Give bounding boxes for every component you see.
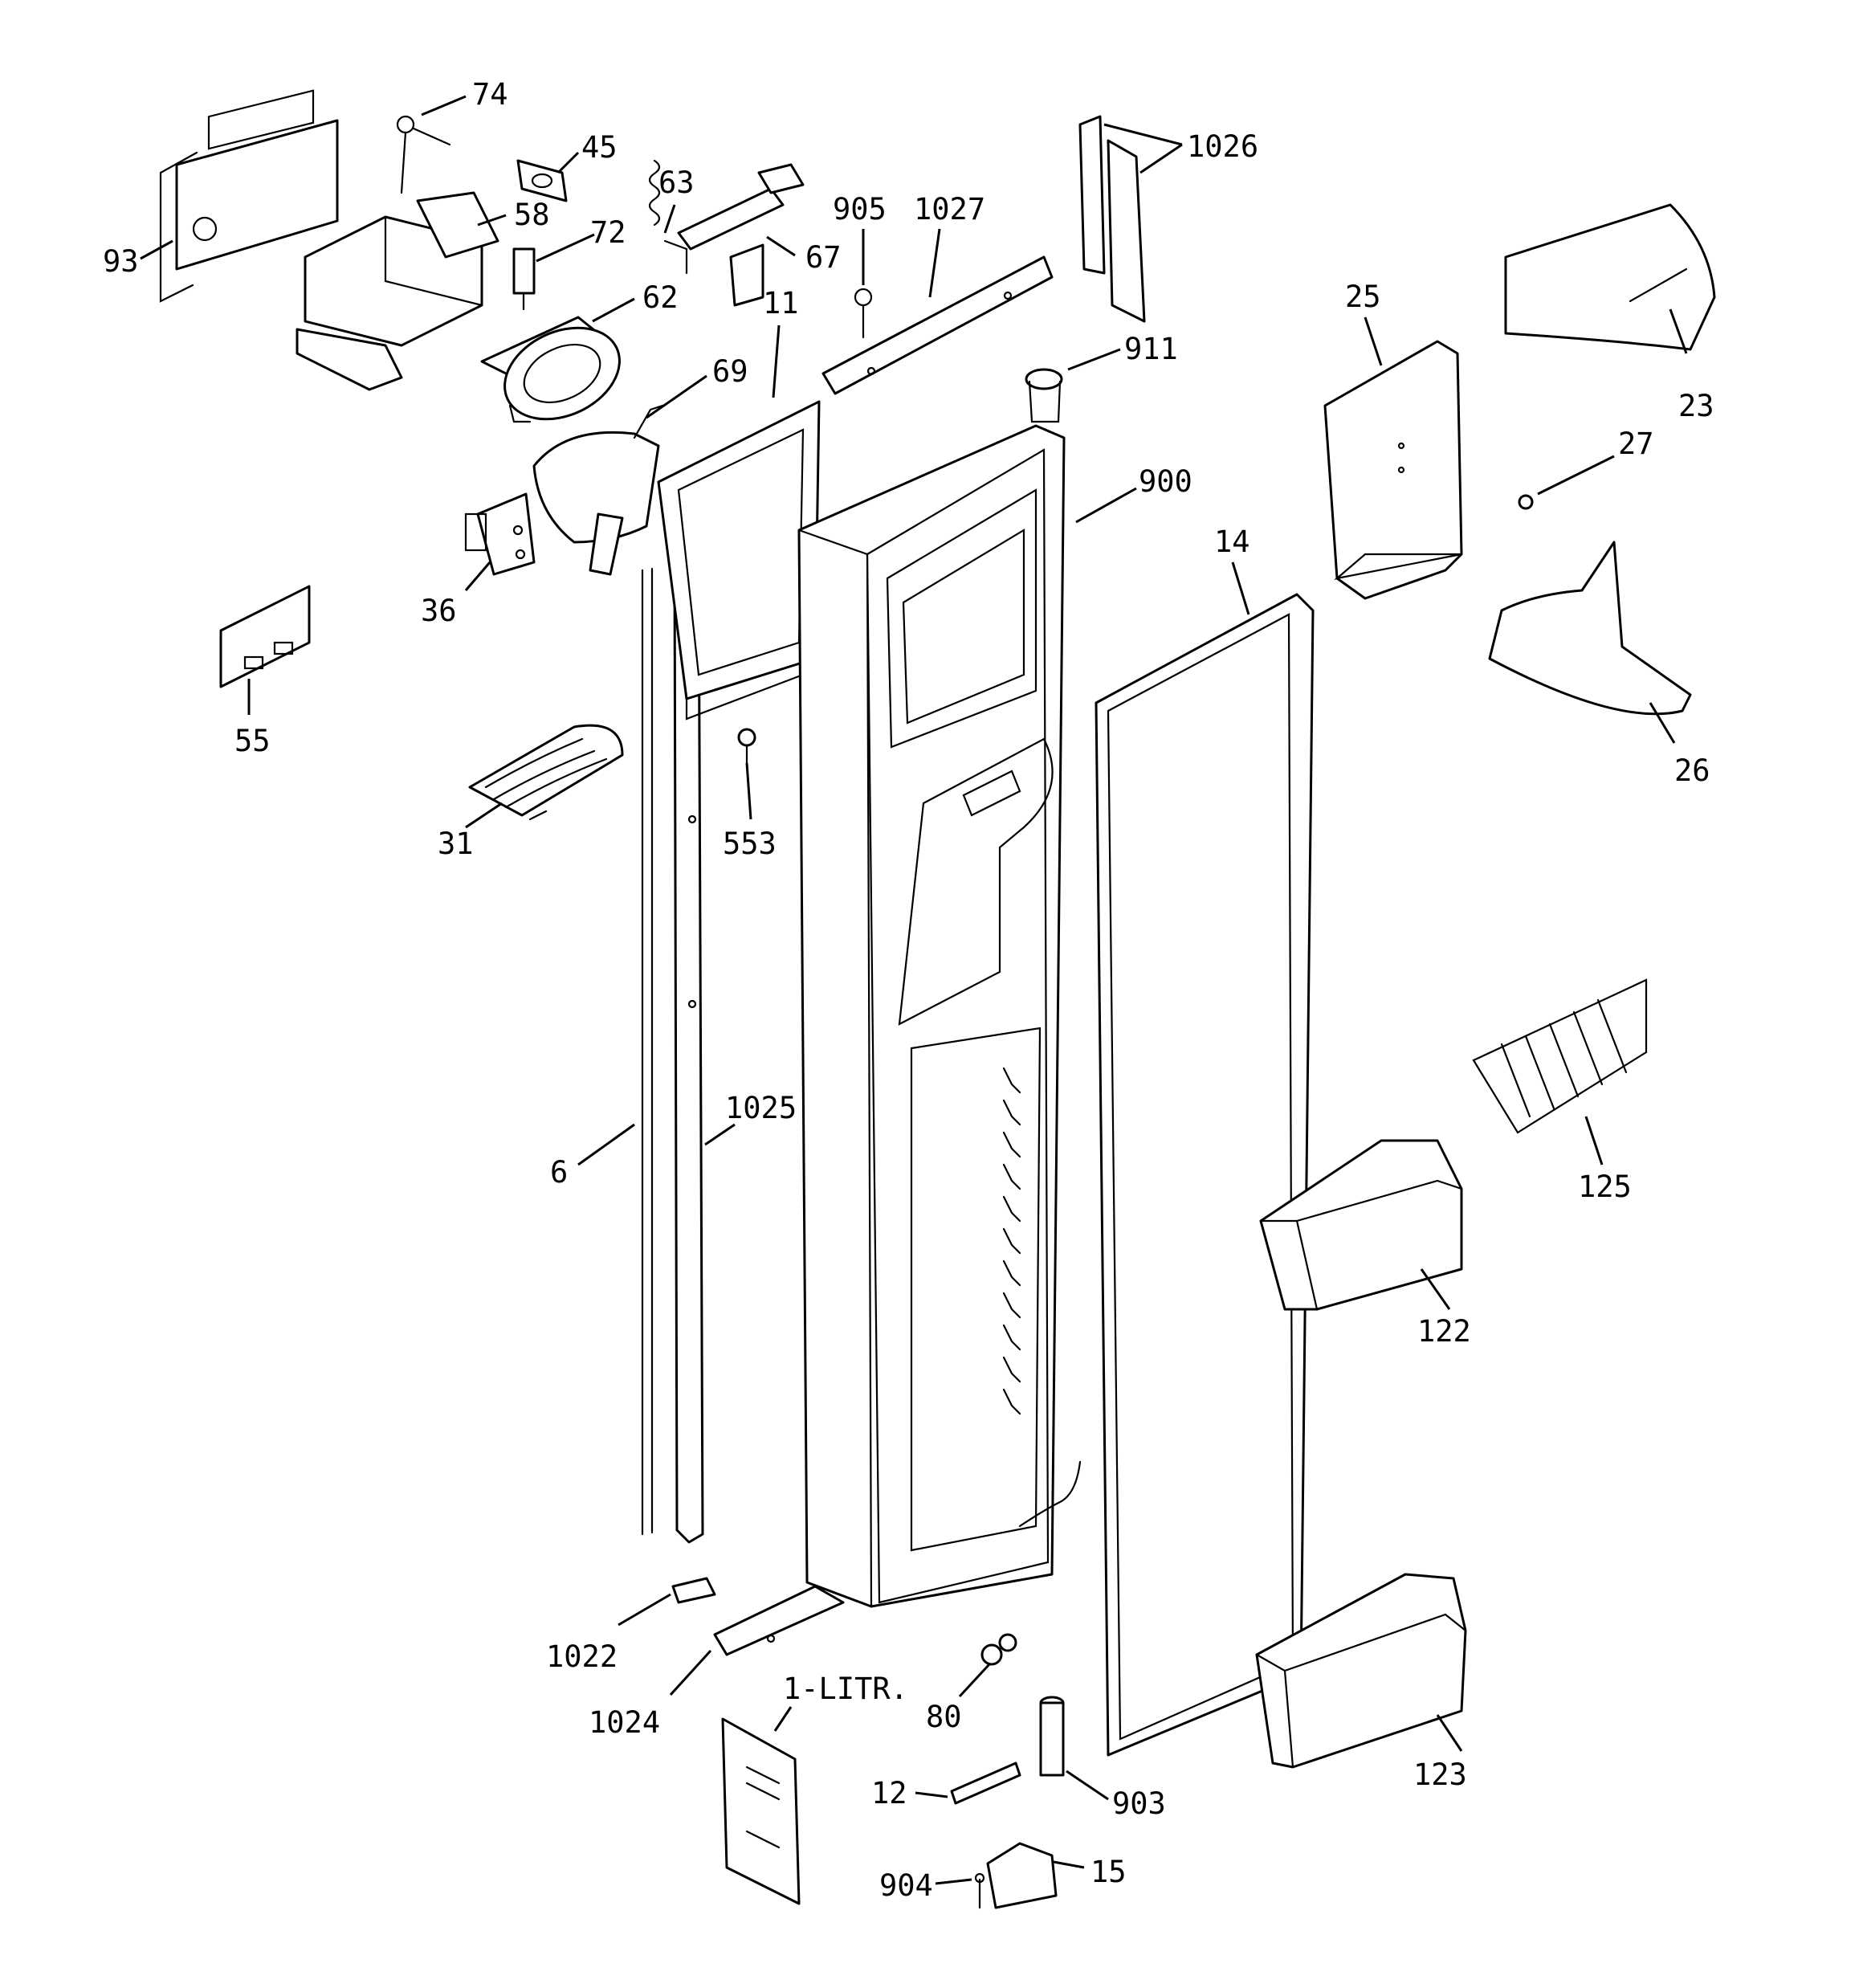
label-6: 6 (550, 1155, 568, 1190)
part-63-spring (648, 159, 688, 275)
part-72-switch (512, 247, 536, 311)
part-80-plug (980, 1633, 1017, 1666)
label-12: 12 (871, 1776, 907, 1810)
part-labels: 74 45 93 58 72 63 67 62 905 1027 1026 11… (103, 77, 1714, 1903)
part-553-plug (737, 728, 756, 765)
label-903: 903 (1112, 1786, 1166, 1821)
part-15-hinge-cover (986, 1842, 1058, 1909)
part-903-pin (1039, 1696, 1065, 1777)
part-58-housing (296, 191, 499, 391)
part-1027-cap (821, 255, 1054, 395)
label-1022: 1022 (546, 1639, 618, 1674)
label-122: 122 (1417, 1314, 1471, 1349)
label-553: 553 (723, 827, 777, 861)
label-15: 15 (1090, 1855, 1127, 1889)
label-45: 45 (581, 130, 618, 165)
part-14-gasket (1095, 593, 1315, 1757)
part-1024-bracket (713, 1585, 845, 1656)
label-69: 69 (712, 354, 748, 389)
label-74: 74 (472, 77, 508, 112)
part-911-bushing (1025, 368, 1063, 423)
part-12-hinge (950, 1761, 1021, 1805)
part-25-bin (1323, 340, 1463, 600)
label-1-litr: 1-LITR. (783, 1672, 908, 1706)
label-72: 72 (590, 215, 626, 250)
label-63: 63 (658, 165, 695, 200)
leader-lines (140, 95, 1688, 1885)
part-1-litr-booklet (721, 1717, 801, 1905)
label-911: 911 (1124, 332, 1178, 366)
part-1026-strips (1078, 115, 1146, 323)
label-93: 93 (103, 244, 139, 279)
part-123-door-bin (1255, 1573, 1467, 1769)
part-69-chute (532, 404, 664, 576)
part-36-switch (464, 492, 536, 576)
label-900: 900 (1139, 464, 1192, 499)
part-31-grille (468, 724, 624, 821)
part-45-bracket (516, 159, 568, 202)
label-904: 904 (879, 1868, 933, 1903)
label-67: 67 (805, 240, 842, 275)
label-31: 31 (438, 827, 474, 861)
part-904-screw (974, 1872, 985, 1909)
label-25: 25 (1345, 280, 1381, 314)
label-125: 125 (1578, 1170, 1632, 1204)
label-26: 26 (1674, 753, 1710, 788)
part-74-spring (396, 115, 451, 194)
label-58: 58 (514, 198, 550, 232)
part-67-lever (677, 163, 805, 307)
label-62: 62 (642, 280, 679, 315)
part-62-ring (480, 316, 621, 423)
label-36: 36 (421, 594, 457, 628)
part-11-frame (657, 400, 821, 720)
label-1025: 1025 (725, 1091, 797, 1125)
part-1022-clip (671, 1577, 716, 1604)
label-27: 27 (1618, 427, 1654, 461)
part-26-bin (1488, 541, 1692, 716)
label-1024: 1024 (589, 1705, 660, 1740)
label-23: 23 (1678, 389, 1714, 423)
label-14: 14 (1214, 525, 1250, 559)
part-6-tube (641, 567, 654, 1536)
part-125-wire-basket (1472, 978, 1648, 1134)
part-122-door-bin (1259, 1139, 1463, 1311)
label-55: 55 (234, 724, 271, 758)
label-1027: 1027 (914, 192, 985, 227)
part-27-screw (1518, 494, 1534, 510)
label-80: 80 (926, 1700, 962, 1734)
label-11: 11 (763, 286, 799, 320)
part-55-board (219, 585, 311, 688)
label-1026: 1026 (1187, 129, 1258, 164)
part-900-door (797, 424, 1082, 1608)
part-23-bin-cover (1504, 203, 1716, 351)
part-93-control-panel (159, 89, 339, 303)
label-905: 905 (833, 192, 887, 227)
part-905-screw (854, 288, 873, 339)
label-123: 123 (1413, 1757, 1467, 1792)
